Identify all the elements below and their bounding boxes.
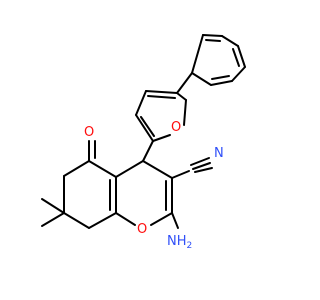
bond (147, 95, 176, 99)
bond (152, 134, 171, 142)
bond (221, 35, 239, 47)
bond (63, 212, 90, 229)
pyran-oxygen-label: O (137, 222, 147, 237)
chemical-structure-diagram: O O N O NH2 (41, 34, 246, 251)
carbonyl-oxygen-label: O (84, 125, 94, 140)
bond (231, 66, 246, 82)
bond (41, 212, 65, 227)
bond (192, 162, 211, 170)
bond (145, 90, 178, 94)
bond (150, 212, 173, 226)
bond (183, 99, 187, 126)
bond (194, 167, 213, 173)
bond (176, 92, 187, 101)
bond-lines (41, 34, 246, 229)
bond (171, 212, 179, 229)
bond (210, 80, 233, 86)
bond (191, 72, 212, 86)
bond (211, 75, 230, 80)
nitrile-nitrogen-label: N (214, 146, 224, 161)
bond (135, 90, 147, 116)
bond (142, 140, 154, 162)
bond (63, 160, 90, 177)
amino-subscript-text: 2 (187, 241, 193, 251)
amino-group-label: NH2 (167, 234, 192, 251)
bond (140, 116, 155, 137)
bond (115, 212, 136, 226)
bond (115, 160, 144, 178)
bond (190, 157, 210, 166)
bond (142, 160, 173, 179)
bond (237, 45, 246, 68)
bond (171, 170, 190, 179)
amino-nh-text: NH (167, 234, 187, 249)
bond (232, 48, 240, 67)
bond (135, 114, 154, 142)
bond (88, 160, 117, 178)
furan-oxygen-label: O (171, 120, 181, 135)
bond (176, 72, 193, 94)
bond (41, 198, 65, 214)
bond (202, 34, 223, 37)
bond (88, 212, 117, 229)
bond (191, 34, 204, 74)
bond (205, 39, 221, 42)
